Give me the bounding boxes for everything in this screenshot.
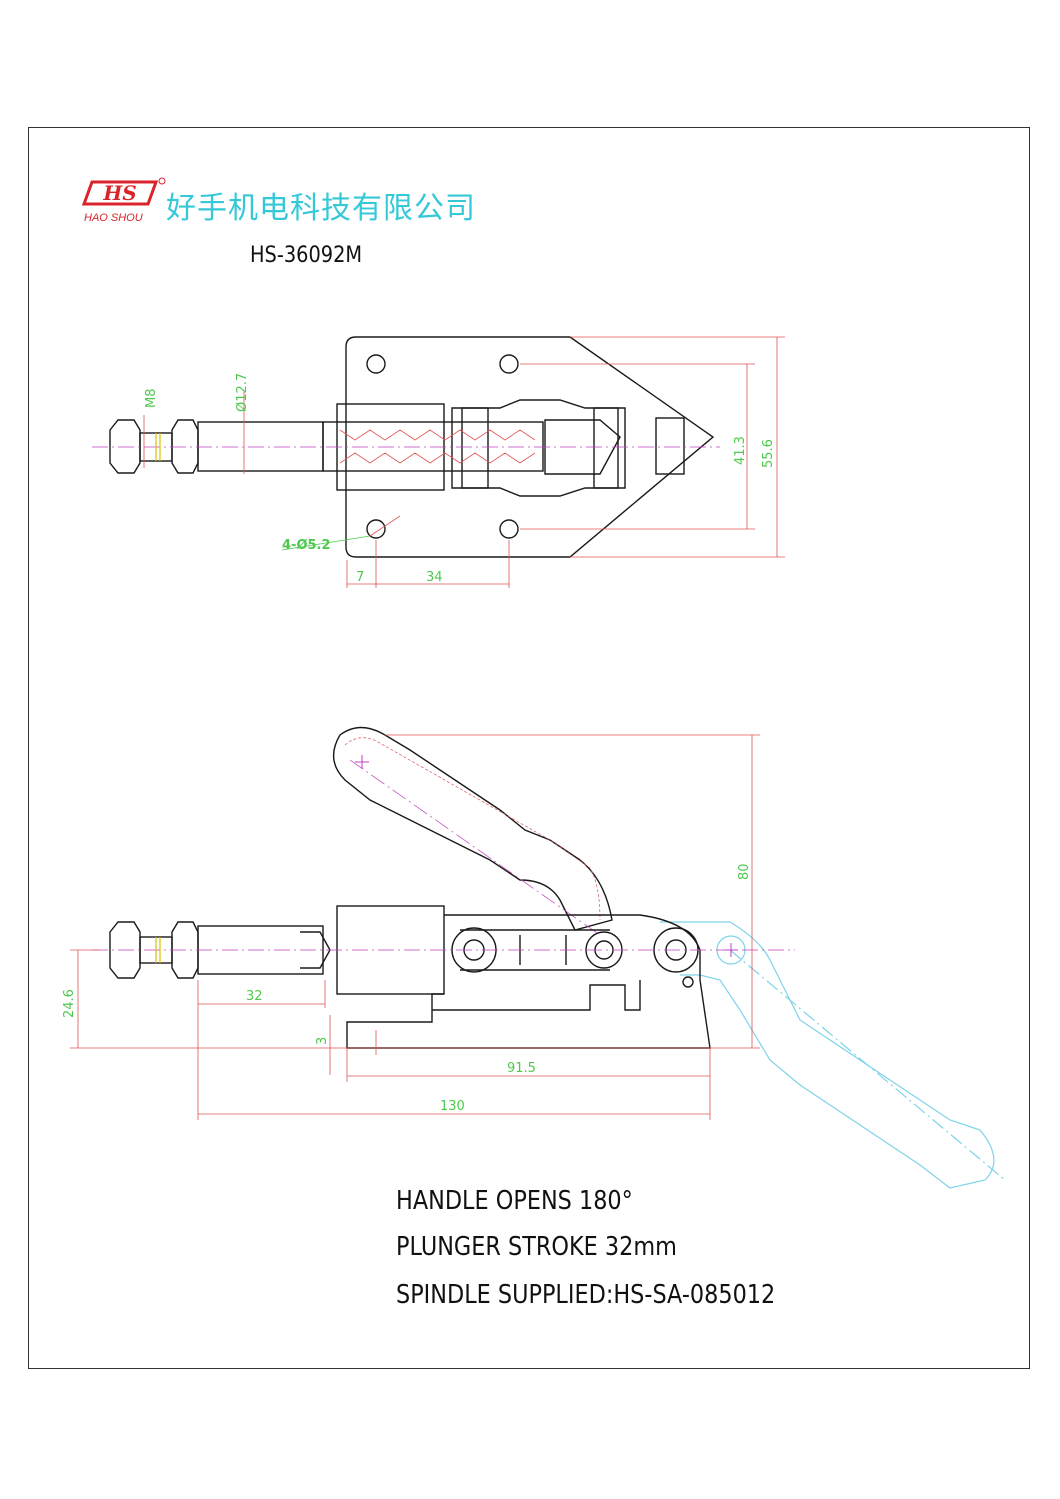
company-name: 好手机电科技有限公司 — [166, 191, 476, 226]
model-number: HS-36092M — [250, 243, 363, 268]
note-spindle: SPINDLE SUPPLIED:HS-SA-085012 — [396, 1280, 776, 1310]
dim-holes: 4-Ø5.2 — [282, 538, 331, 553]
dim-outer-height: 55.6 — [761, 439, 776, 468]
dim-diameter: Ø12.7 — [235, 373, 250, 412]
dim-base: 3 — [315, 1037, 330, 1045]
dim-height: 80 — [737, 863, 752, 880]
dim-thread: M8 — [144, 389, 159, 409]
dim-base-length: 91.5 — [507, 1061, 536, 1076]
side-view-dimensions — [70, 734, 760, 1120]
dim-axis-height: 24.6 — [62, 989, 77, 1018]
hs-logo: HS HAO SHOU — [81, 176, 166, 230]
note-stroke: PLUNGER STROKE 32mm — [396, 1232, 677, 1262]
dim-overall: 130 — [440, 1099, 465, 1114]
side-view-body — [109, 905, 711, 1049]
logo-brand: HAO SHOU — [84, 212, 143, 224]
logo-mark: HS — [102, 181, 136, 205]
top-view — [109, 336, 715, 558]
dim-stroke: 32 — [246, 989, 263, 1004]
dim-inner-height: 41.3 — [733, 436, 748, 465]
open-handle-ghost — [660, 921, 1006, 1189]
dim-pitch: 34 — [426, 570, 443, 585]
handle-closed — [332, 726, 613, 931]
drawing-frame — [28, 127, 1030, 1369]
dim-edge: 7 — [356, 570, 364, 585]
note-handle: HANDLE OPENS 180° — [396, 1186, 633, 1216]
top-view-dimensions — [143, 336, 785, 588]
